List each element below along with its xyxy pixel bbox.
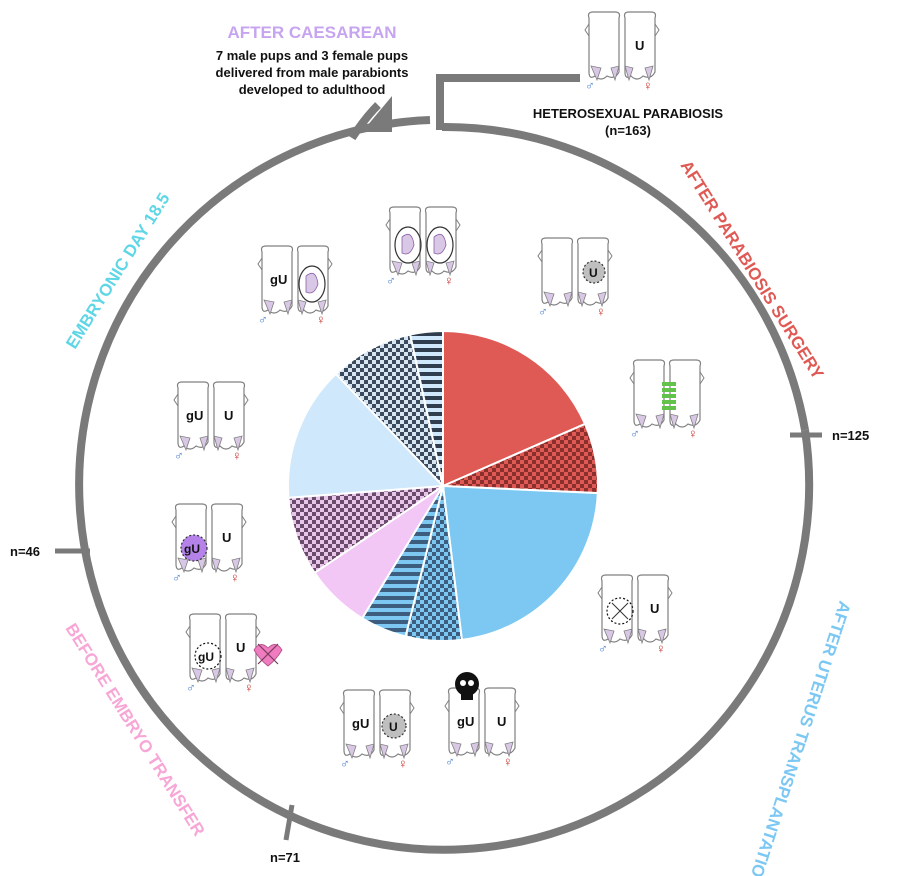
mouse-after-surgery-1: ♂ ♀ U — [537, 237, 613, 319]
stage-before-transfer: BEFORE EMBRYO TRANSFER — [62, 620, 209, 839]
timeline-circle-left — [75, 116, 814, 854]
graft-uterus-label: gU — [184, 542, 200, 556]
uterus-label: U — [236, 640, 245, 655]
uterus-label: U — [222, 530, 231, 545]
mouse-after-transplant-2: gU U ♂ ♀ — [444, 672, 520, 769]
count-n71: n=71 — [270, 850, 300, 865]
mouse-start: U ♂ ♀ — [584, 11, 660, 93]
female-symbol: ♀ — [503, 754, 513, 769]
pie-slice-8 — [287, 372, 446, 499]
female-symbol: ♀ — [316, 312, 326, 327]
female-symbol: ♀ — [232, 448, 242, 463]
mouse-after-surgery-2: ♂♀ — [629, 359, 705, 441]
female-symbol: ♀ — [244, 680, 254, 695]
female-symbol: ♀ — [656, 641, 666, 656]
start-count: (n=163) — [605, 123, 651, 138]
male-symbol: ♂ — [186, 680, 196, 695]
tick-n71 — [283, 804, 295, 841]
graft-uterus-label: gU — [198, 650, 214, 664]
mouse-embryonic-3: ♂♀ — [385, 206, 461, 288]
pie-slice-10 — [408, 329, 444, 487]
pie-chart — [287, 329, 599, 642]
mouse-after-transplant-1: U ♂ ♀ — [597, 574, 673, 656]
top-note-line-1: 7 male pups and 3 female pups — [216, 48, 408, 63]
male-symbol: ♂ — [258, 312, 268, 327]
count-n125: n=125 — [832, 428, 869, 443]
start-connector — [436, 74, 580, 130]
graft-uterus-label: gU — [457, 714, 474, 729]
male-symbol: ♂ — [585, 78, 595, 93]
female-symbol: ♀ — [643, 78, 653, 93]
top-title: AFTER CAESAREAN — [227, 23, 396, 42]
male-symbol: ♂ — [630, 426, 640, 441]
timeline-circle-right — [441, 122, 809, 431]
male-symbol: ♂ — [445, 754, 455, 769]
uterus-label: U — [650, 601, 659, 616]
male-symbol: ♂ — [538, 304, 548, 319]
uterus-label: U — [497, 714, 506, 729]
uterus-label: U — [389, 720, 398, 734]
pie-slice-3 — [441, 484, 599, 641]
male-symbol: ♂ — [340, 756, 350, 771]
top-note-line-3: developed to adulthood — [239, 82, 386, 97]
female-symbol: ♀ — [444, 273, 454, 288]
stage-after-surgery: AFTER PARABIOSIS SURGERY — [677, 157, 828, 383]
uterus-label: U — [635, 38, 644, 53]
pie-slice-9 — [334, 333, 445, 490]
female-symbol: ♀ — [230, 570, 240, 585]
female-symbol: ♀ — [596, 304, 606, 319]
mouse-embryonic-1: gU U ♂ ♀ — [173, 381, 249, 463]
graft-uterus-label: gU — [270, 272, 287, 287]
mouse-before-transfer-3: U ♂ ♀ gU — [171, 503, 247, 585]
pie-slice-1 — [442, 329, 587, 488]
male-symbol: ♂ — [172, 570, 182, 585]
top-note-line-2: delivered from male parabionts — [216, 65, 409, 80]
male-symbol: ♂ — [386, 273, 396, 288]
mouse-before-transfer-1: gU ♂ ♀ U — [339, 689, 415, 771]
male-symbol: ♂ — [598, 641, 608, 656]
male-symbol: ♂ — [174, 448, 184, 463]
mouse-embryonic-2: gU ♂ ♀ — [257, 245, 333, 327]
female-symbol: ♀ — [398, 756, 408, 771]
uterus-label: U — [589, 266, 598, 280]
start-label: HETEROSEXUAL PARABIOSIS — [533, 106, 724, 121]
timeline-arrow-shaft — [348, 102, 381, 141]
mouse-before-transfer-2: U ♂ ♀ gU — [185, 613, 283, 695]
count-n46: n=46 — [10, 544, 40, 559]
stage-after-transplant: AFTER UTERUS TRANSPLANTATION — [743, 599, 854, 876]
timeline-arrow-head — [362, 96, 392, 132]
graft-uterus-label: gU — [186, 408, 203, 423]
graft-uterus-label: gU — [352, 716, 369, 731]
female-symbol: ♀ — [688, 426, 698, 441]
uterus-label: U — [224, 408, 233, 423]
